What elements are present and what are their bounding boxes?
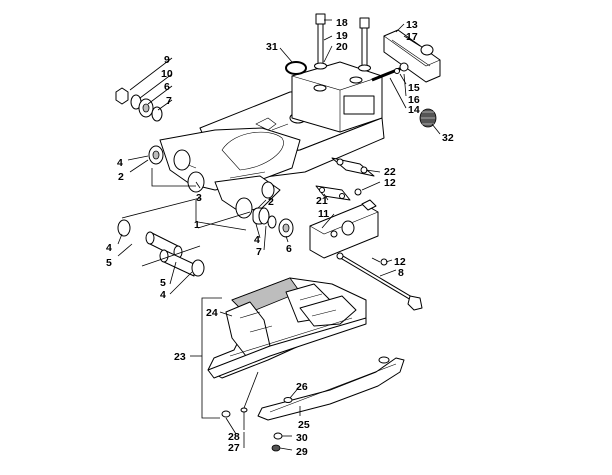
callout-5-left: 5 [106,257,112,269]
callout-6-upper: 6 [164,81,170,93]
callout-4-lower-left: 4 [106,242,112,254]
callout-32: 32 [442,132,454,144]
callout-13: 13 [406,19,418,31]
callout-27: 27 [228,442,240,454]
bumper [419,108,437,128]
callout-2-right: 2 [268,196,274,208]
swing-arm-assembly [159,87,385,219]
callout-20: 20 [336,41,348,53]
callout-9: 9 [164,54,170,66]
callout-12-lower: 12 [394,256,406,268]
callout-8: 8 [398,267,404,279]
callout-15: 15 [408,82,420,94]
callout-12-upper: 12 [384,177,396,189]
callout-28: 28 [228,431,240,443]
callout-4-right: 4 [254,234,260,246]
callout-7-right: 7 [256,246,262,258]
adjuster-stud [371,62,409,82]
callout-14: 14 [408,104,420,116]
upper-bushings [148,145,164,165]
callout-6-right: 6 [286,243,292,255]
right-spacer-stack [252,207,294,238]
callout-29: 29 [296,446,308,458]
callout-21: 21 [316,195,328,207]
callout-22: 22 [384,166,396,178]
callout-16: 16 [408,94,420,106]
upper-bolts [314,13,371,72]
callout-1: 1 [194,219,200,231]
callout-3: 3 [196,192,202,204]
lower-fasteners [221,397,293,452]
callout-23: 23 [174,351,186,363]
callout-18: 18 [336,17,348,29]
long-axle-bolt [336,252,423,311]
callout-7-upper: 7 [166,95,172,107]
callout-11: 11 [318,208,329,220]
lower-tubes [117,219,205,277]
idler-bracket [309,199,379,259]
upper-left-hardware [115,87,163,122]
callout-31: 31 [266,41,278,53]
callout-19: 19 [336,30,348,42]
callout-26: 26 [296,381,308,393]
callout-5-lower: 5 [160,277,166,289]
slide-frame [207,277,367,379]
callout-labels: 1 2 2 3 4 4 4 4 5 5 6 6 7 7 8 9 10 11 12… [106,17,454,458]
callout-4-upper: 4 [117,157,123,169]
leader-lines [117,19,441,451]
slide-rail [257,356,405,421]
callout-4-lower: 4 [160,289,166,301]
callout-2-upper: 2 [118,171,124,183]
callout-24: 24 [206,307,218,319]
small-screws [354,188,388,266]
snap-ring [285,61,307,75]
callout-25: 25 [298,419,310,431]
callout-30: 30 [296,432,308,444]
link-plates [315,157,375,201]
callout-10: 10 [161,68,173,80]
upper-bracket [291,61,383,133]
callout-17: 17 [406,31,418,43]
